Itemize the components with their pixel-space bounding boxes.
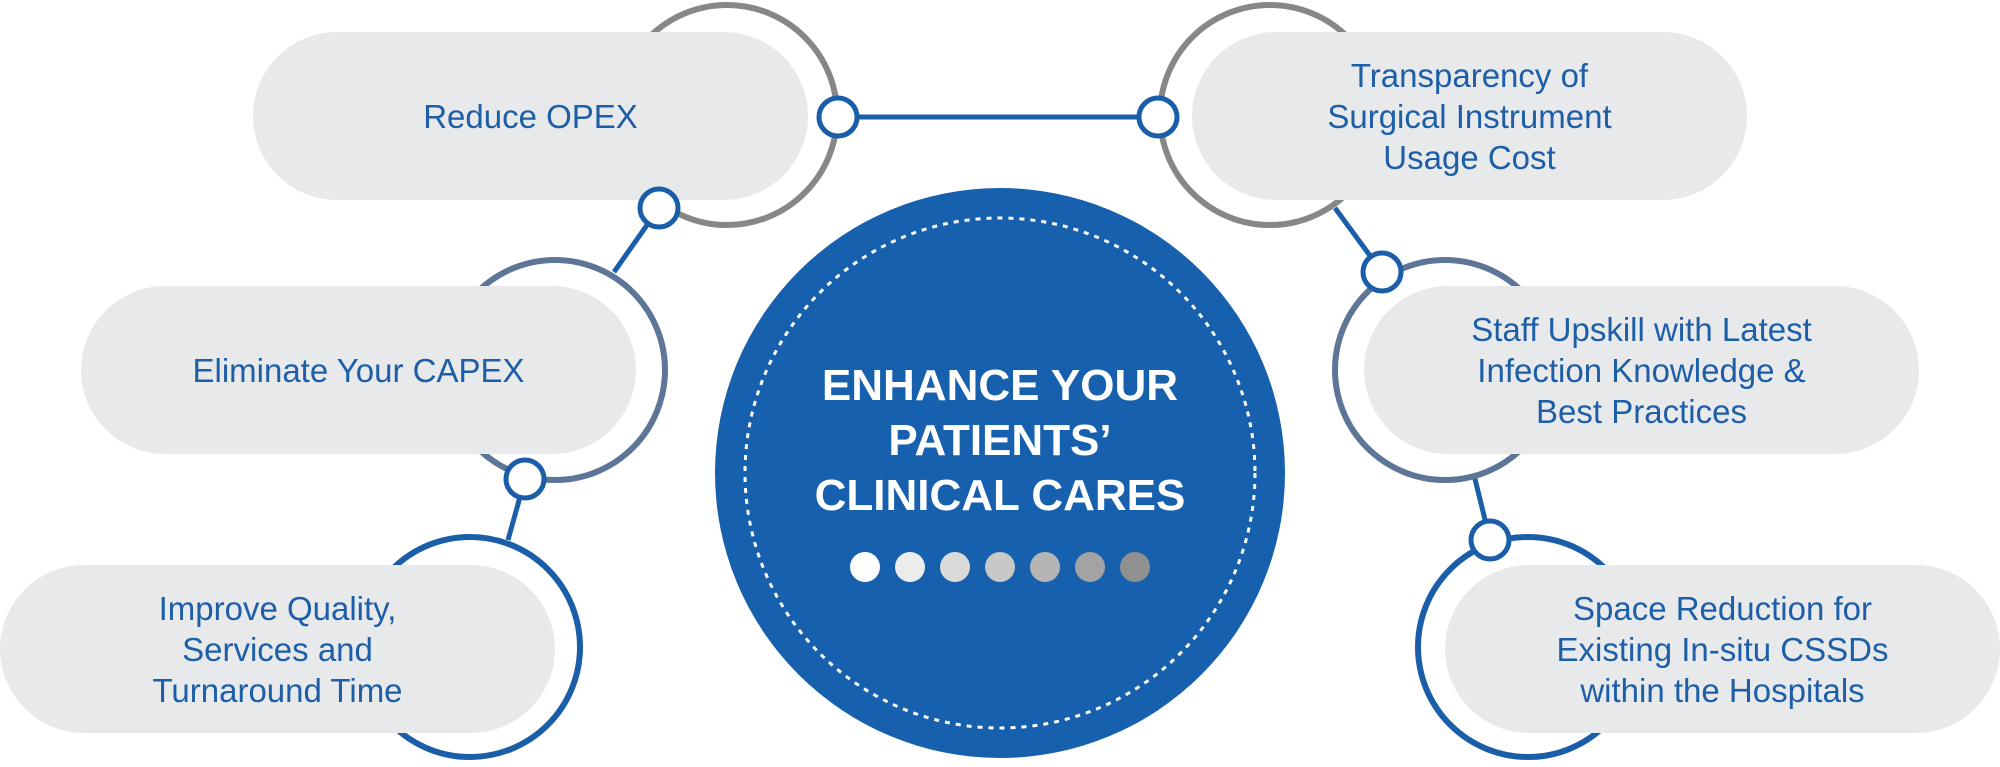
center-title: ENHANCE YOUR PATIENTS’ CLINICAL CARES bbox=[814, 360, 1186, 520]
center-dot-5 bbox=[1030, 552, 1060, 582]
center-dot-3 bbox=[940, 552, 970, 582]
pill-staff-upskill bbox=[1364, 286, 1919, 454]
node-left-upper bbox=[637, 186, 681, 230]
center-dashed-ring bbox=[743, 216, 1257, 730]
center-circle bbox=[715, 188, 1285, 758]
node-top-left bbox=[816, 95, 860, 139]
node-top-right bbox=[1136, 95, 1180, 139]
node-left-lower bbox=[503, 457, 547, 501]
pill-space-reduction bbox=[1445, 565, 2000, 733]
node-right-upper bbox=[1360, 250, 1404, 294]
node-right-lower bbox=[1468, 518, 1512, 562]
center-dot-4 bbox=[985, 552, 1015, 582]
pill-improve-quality bbox=[0, 565, 555, 733]
center-dot-6 bbox=[1075, 552, 1105, 582]
center-dot-1 bbox=[850, 552, 880, 582]
center-dot-2 bbox=[895, 552, 925, 582]
center-dot-7 bbox=[1120, 552, 1150, 582]
pill-reduce-opex bbox=[253, 32, 808, 200]
pill-eliminate-capex bbox=[81, 286, 636, 454]
pill-transparency bbox=[1192, 32, 1747, 200]
